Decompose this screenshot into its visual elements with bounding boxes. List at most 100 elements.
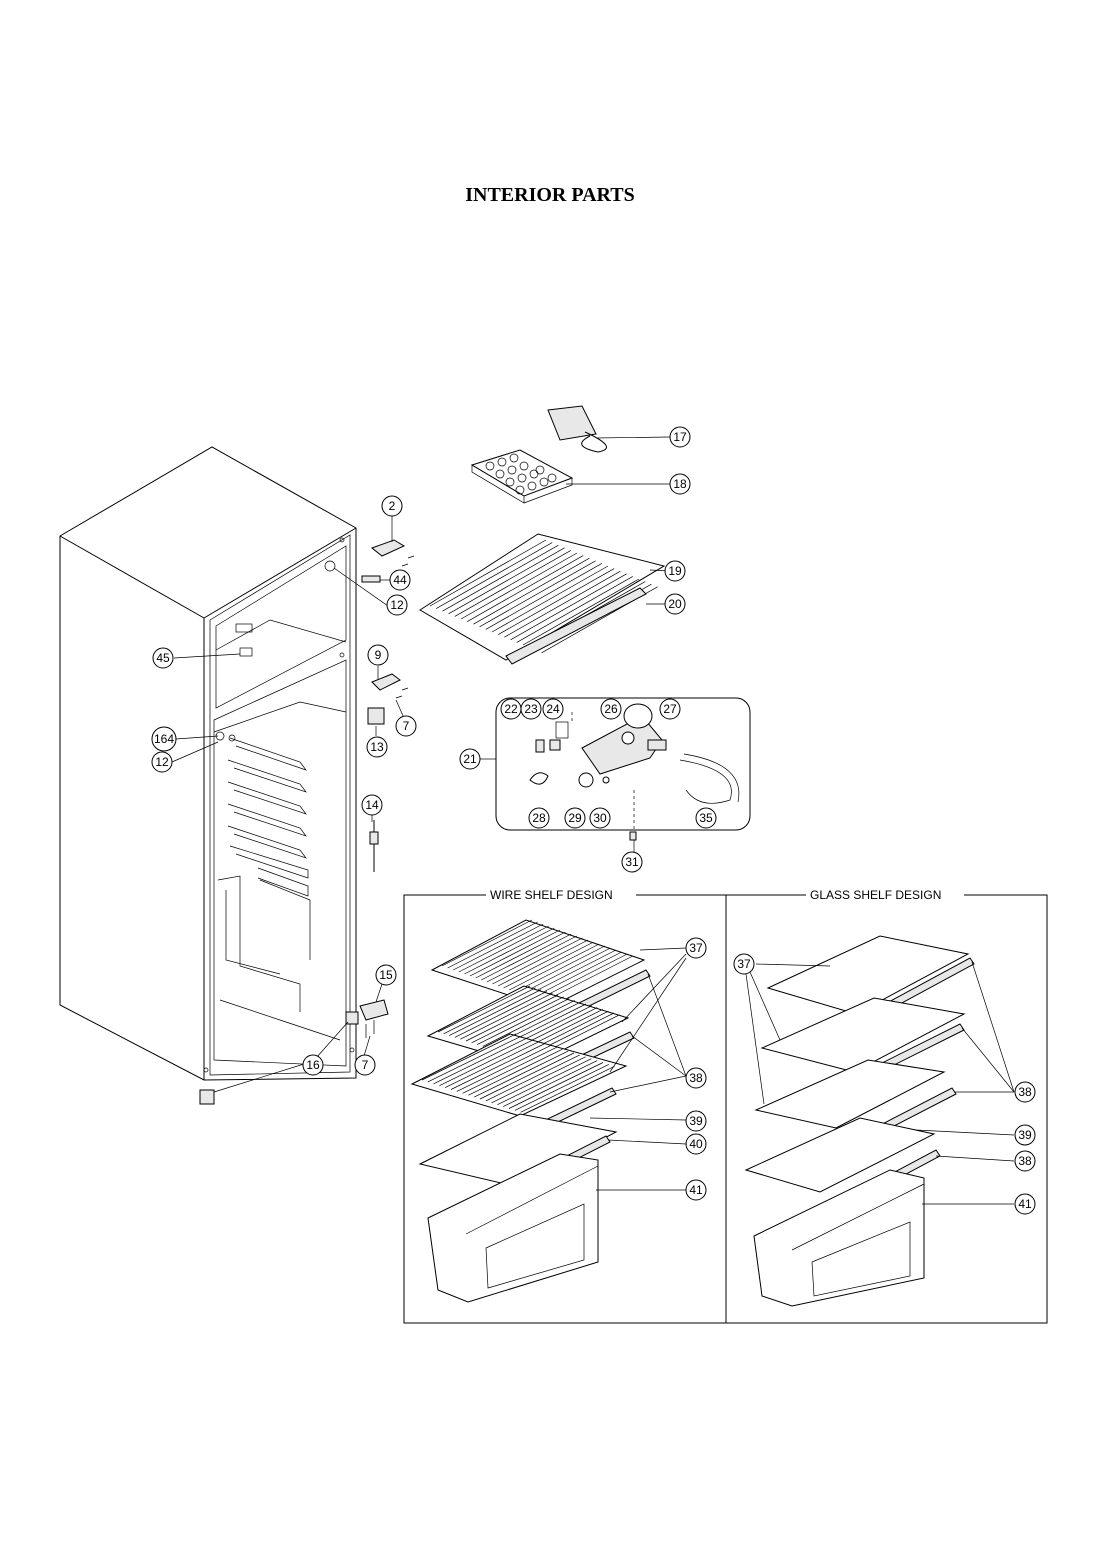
callout-w40: 40 <box>685 1133 707 1155</box>
callout-c22: 22 <box>500 698 522 720</box>
callout-c28: 28 <box>528 807 550 829</box>
callout-number: 12 <box>155 755 169 769</box>
callout-circle <box>695 807 717 829</box>
shelf-wire <box>481 933 572 981</box>
shelf-wire <box>525 949 617 997</box>
callout-w41: 41 <box>685 1179 707 1201</box>
callout-number: 35 <box>699 811 713 825</box>
callout-w39: 39 <box>685 1110 707 1132</box>
callout-number: 39 <box>1018 1128 1032 1142</box>
callout-c17: 17 <box>669 426 691 448</box>
shelf-wire <box>510 573 627 641</box>
shelf-wire <box>522 578 640 646</box>
page-title: INTERIOR PARTS <box>465 184 635 206</box>
callout-circle <box>600 698 622 720</box>
refrigerator-cabinet <box>59 446 357 1105</box>
callout-c44: 44 <box>389 569 411 591</box>
callout-circle <box>361 794 383 816</box>
callout-circle <box>151 751 173 773</box>
ice-tray-part <box>470 449 574 504</box>
callout-c12a: 12 <box>386 594 408 616</box>
freezer-wire-shelf <box>419 533 666 665</box>
shelf-wire <box>456 1045 551 1092</box>
callout-number: 38 <box>1018 1154 1032 1168</box>
callout-c13: 13 <box>366 736 388 758</box>
shelf-wire <box>508 1062 604 1109</box>
callout-c30: 30 <box>589 807 611 829</box>
shelf-wire <box>479 560 596 628</box>
callout-c18: 18 <box>669 473 691 495</box>
shelf-wire <box>421 1033 517 1081</box>
callout-circle <box>685 1067 707 1089</box>
callout-c9: 9 <box>367 644 389 666</box>
callout-c2: 2 <box>381 495 403 517</box>
shelf-wire <box>465 994 559 1042</box>
shelf-wire <box>485 563 602 630</box>
callout-c12b: 12 <box>151 751 173 773</box>
callout-c29: 29 <box>564 807 586 829</box>
shelf-wire <box>474 1050 569 1098</box>
shelf-wire <box>467 555 584 622</box>
callout-number: 19 <box>668 564 682 578</box>
callout-circle <box>685 1133 707 1155</box>
shelf-wire <box>497 939 589 987</box>
callout-circle <box>354 1054 376 1076</box>
callout-c21: 21 <box>459 748 481 770</box>
callout-circle <box>459 748 481 770</box>
callout-number: 29 <box>568 811 582 825</box>
shelf-wire <box>516 576 633 643</box>
callout-circle <box>669 473 691 495</box>
shelf-wire <box>479 1052 575 1100</box>
shelf-wire <box>437 985 531 1033</box>
hinge-bracket-2 <box>361 539 415 583</box>
callout-g39: 39 <box>1014 1124 1036 1146</box>
callout-circle <box>685 1110 707 1132</box>
callout-circle <box>366 736 388 758</box>
callout-circle <box>302 1054 324 1076</box>
callout-circle <box>381 495 403 517</box>
callout-number: 27 <box>663 702 677 716</box>
shelf-wire <box>449 989 542 1036</box>
shelf-wire <box>433 1037 528 1085</box>
shelf-wire <box>468 1048 563 1096</box>
callout-circle <box>621 851 643 873</box>
callout-circle <box>152 647 174 669</box>
lamp-cord-14 <box>369 820 379 872</box>
callout-number: 13 <box>370 740 384 754</box>
shelf-wire <box>447 921 538 969</box>
shelf-wire <box>454 550 571 617</box>
cabinet-shelf-guides <box>227 737 309 897</box>
callout-c19: 19 <box>664 560 686 582</box>
callout-number: 15 <box>379 968 393 982</box>
callout-number: 2 <box>389 499 396 513</box>
callout-c27: 27 <box>659 698 681 720</box>
callout-circle <box>1014 1150 1036 1172</box>
callout-number: 12 <box>390 598 404 612</box>
callout-number: 17 <box>673 430 687 444</box>
callout-g37: 37 <box>733 953 755 975</box>
shelf-wire <box>473 557 590 625</box>
shelf-wire <box>542 955 633 1003</box>
callout-circle <box>151 726 177 752</box>
shelf-wire <box>482 1000 575 1047</box>
callout-number: 7 <box>403 719 410 733</box>
callout-w37: 37 <box>685 937 707 959</box>
callout-circle <box>528 807 550 829</box>
callout-number: 23 <box>524 702 538 716</box>
callout-circle <box>1014 1124 1036 1146</box>
shelf-wire <box>450 1043 546 1090</box>
shelf-wire <box>443 987 536 1035</box>
callout-number: 45 <box>156 651 170 665</box>
callout-g38b: 38 <box>1014 1150 1036 1172</box>
shelf-wire <box>486 935 577 983</box>
callout-number: 22 <box>504 702 518 716</box>
callout-number: 24 <box>546 702 560 716</box>
ice-scoop-part <box>547 405 607 453</box>
shelf-wire <box>497 1058 592 1106</box>
shelf-wire <box>514 1064 609 1111</box>
shelf-wire <box>441 919 533 967</box>
shelf-wire <box>460 552 578 620</box>
shelf-wire <box>498 568 615 635</box>
callout-circle <box>389 569 411 591</box>
